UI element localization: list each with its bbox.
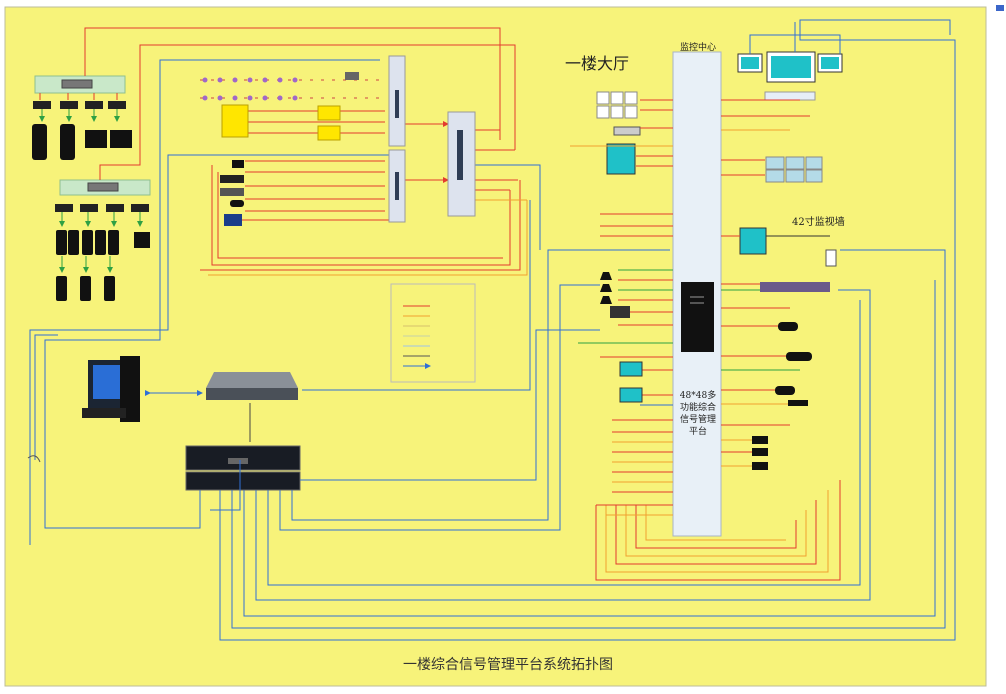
camera-icon (32, 124, 47, 160)
camera-icon (317, 125, 341, 141)
upper-device-row (200, 79, 385, 212)
dvr-icon (220, 175, 244, 183)
matrix-host-icon (185, 445, 301, 491)
platform-label: 48*48多功能综合信号管理平台 (679, 391, 717, 437)
camera-icon (60, 124, 75, 160)
diagram-background (4, 6, 987, 687)
legend-box (390, 283, 476, 383)
left-edge-glyph (27, 455, 41, 463)
network-switch-icon (61, 79, 93, 89)
dvr-icon (110, 130, 132, 148)
matrix-grid (596, 91, 638, 119)
video-wall-label: 42寸监视墙 (792, 217, 845, 228)
camera-cluster-top (32, 75, 132, 160)
top-monitor-wall (737, 22, 843, 101)
camera-icon (317, 105, 341, 121)
dvr-icon (220, 188, 244, 196)
upper-routes (84, 27, 541, 320)
monitor-icon (739, 227, 767, 255)
right-devices (752, 249, 837, 470)
desktop-pc-icon (82, 356, 140, 422)
dvr-icon (345, 72, 359, 80)
camera-icon (221, 104, 249, 138)
platform-left-lines (570, 99, 841, 581)
hall-title: 一楼大厅 (565, 54, 630, 73)
diagram-main-title: 一楼综合信号管理平台系统拓扑图 (403, 657, 613, 673)
monitor-icon (606, 143, 636, 175)
video-wall-42inch (765, 156, 823, 183)
bottom-loops (29, 19, 956, 641)
network-switch-icon (206, 372, 298, 400)
control-center-title: 监控中心 (680, 43, 717, 53)
dot-nodes (202, 77, 298, 101)
camera-icon (232, 160, 244, 168)
speaker-icon (600, 272, 612, 304)
monitor-icon (613, 126, 641, 136)
dvr-icon (619, 361, 643, 403)
dvr-icon (610, 306, 630, 318)
network-switch-icon (87, 182, 119, 192)
dvr-icon (85, 130, 107, 148)
corner-marker (996, 5, 1004, 11)
monitor-icon (224, 214, 242, 226)
server-rack-icon (681, 282, 714, 352)
keyboard-icon (230, 200, 244, 207)
camera-cluster-bottom (55, 179, 151, 301)
